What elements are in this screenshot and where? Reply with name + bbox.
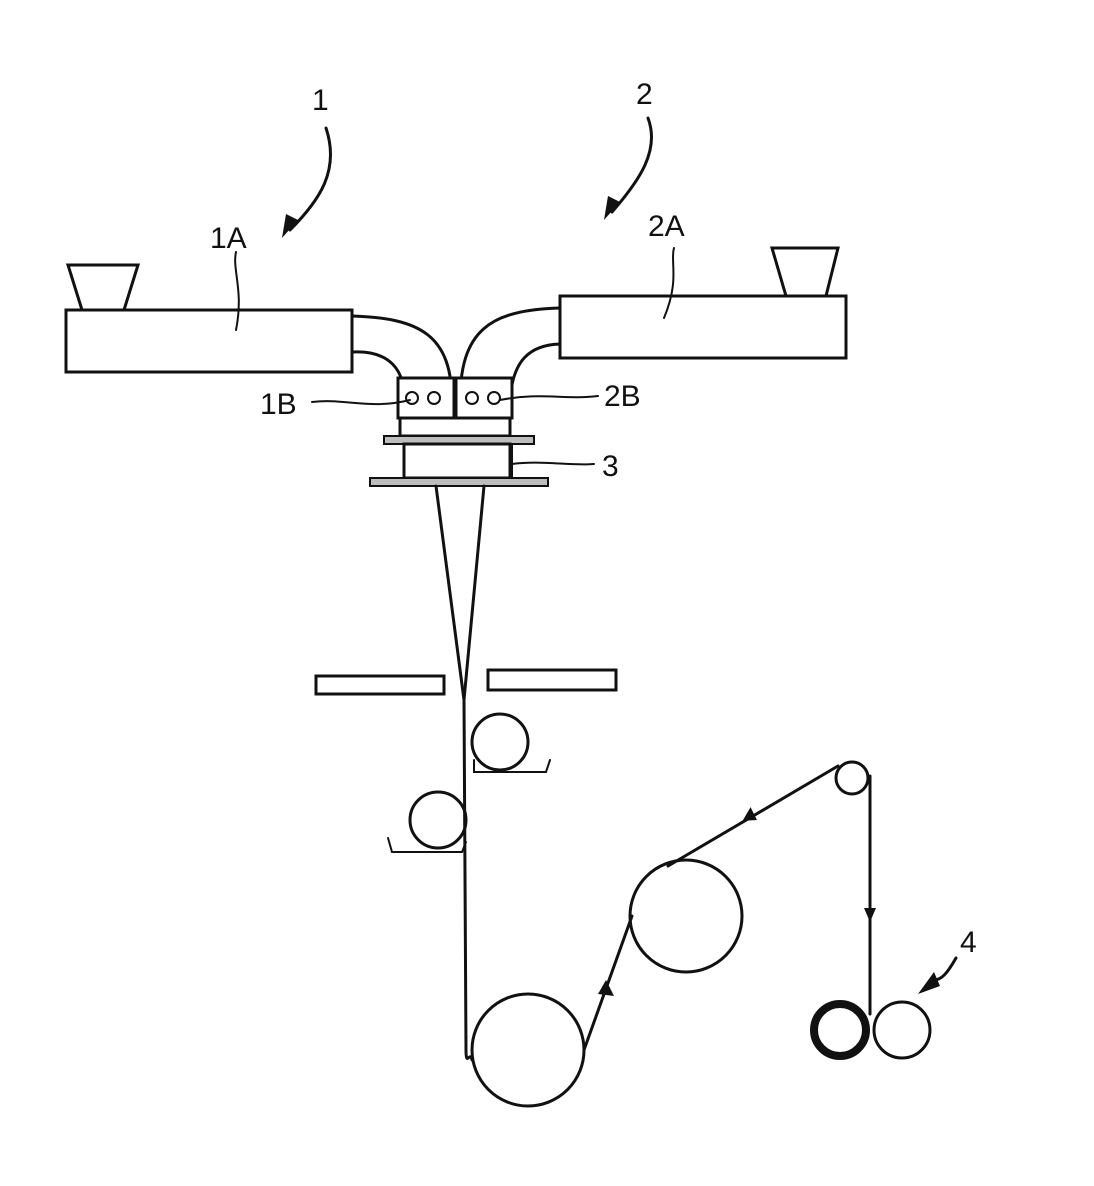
filament-bundle	[436, 486, 484, 700]
label-extruder-2a: 2A	[648, 210, 685, 243]
oiling-roller-lower	[388, 792, 466, 852]
extruder-1a	[66, 310, 352, 372]
unit-1-pointer	[282, 128, 331, 238]
direction-arrow-2	[743, 807, 761, 827]
label-spinneret-3: 3	[602, 450, 619, 483]
direction-arrow-1	[598, 980, 614, 996]
hopper-left	[68, 265, 138, 310]
spinneret-assembly	[370, 418, 548, 486]
label-winder-4: 4	[960, 926, 977, 959]
godet-roller-1	[472, 994, 584, 1106]
label-pump-1b: 1B	[260, 388, 297, 421]
quench-plate-right	[488, 670, 616, 690]
label-pump-2b: 2B	[604, 380, 641, 413]
guide-roller	[836, 762, 868, 794]
unit-2-pointer	[604, 118, 652, 220]
direction-arrow-3	[864, 908, 876, 922]
godet-roller-2	[630, 860, 742, 972]
oiling-roller-upper	[472, 714, 550, 772]
gear-pump-1b	[398, 378, 454, 418]
winding-bobbin	[814, 1004, 866, 1056]
hopper-right	[772, 248, 838, 296]
winder-pointer	[918, 958, 956, 994]
label-unit-1: 1	[312, 84, 329, 117]
gear-pump-2b	[456, 378, 512, 418]
extruder-2a	[560, 296, 846, 358]
contact-roller	[874, 1002, 930, 1058]
label-extruder-1a: 1A	[210, 222, 247, 255]
label-unit-2: 2	[636, 78, 653, 111]
unit-2-arrowhead	[604, 196, 620, 220]
quench-plate-left	[316, 676, 444, 694]
